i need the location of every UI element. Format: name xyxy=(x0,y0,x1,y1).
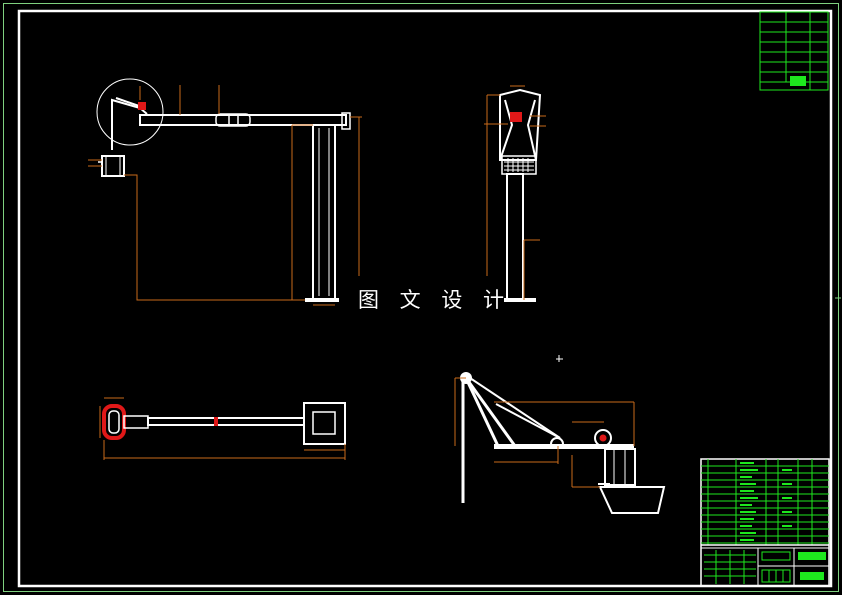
crane-winch-core xyxy=(599,434,607,442)
origin-marker xyxy=(556,355,563,362)
side-frame-outer xyxy=(499,88,542,161)
crane-hook xyxy=(550,437,564,445)
crane-view xyxy=(454,372,666,514)
side-frame-right xyxy=(526,99,537,161)
side-view xyxy=(484,85,546,302)
top-view xyxy=(99,397,346,460)
revision-table xyxy=(759,11,829,91)
top-base-plate xyxy=(303,402,346,445)
crane-strut xyxy=(464,377,500,447)
crane-support xyxy=(604,448,636,486)
top-column xyxy=(312,411,336,435)
crane-dimensions xyxy=(454,377,635,488)
gripper-joint xyxy=(138,102,146,110)
gripper-link xyxy=(115,97,143,108)
top-arm-head xyxy=(123,415,149,429)
crane-basket xyxy=(598,486,666,514)
crane-winch xyxy=(594,429,612,447)
side-pivot xyxy=(510,112,522,122)
top-gripper-inner xyxy=(108,410,120,434)
title-small-cells xyxy=(761,569,791,583)
top-arm xyxy=(147,417,305,426)
arm-slider xyxy=(215,113,251,127)
side-grid xyxy=(504,158,534,172)
detail-circle xyxy=(96,78,164,146)
horizontal-arm xyxy=(139,114,347,126)
top-dimensions xyxy=(99,397,346,460)
side-grid-box xyxy=(501,155,537,175)
crane-strut xyxy=(464,377,517,447)
title-cells xyxy=(701,547,829,586)
front-view xyxy=(88,78,362,306)
watermark-text: 图 文 设 计 xyxy=(358,288,512,312)
crane-boom xyxy=(494,444,634,449)
title-drawing-no-field xyxy=(800,572,824,580)
side-frame-left xyxy=(499,99,514,161)
front-dimensions xyxy=(88,85,362,306)
crane-boom-brace xyxy=(495,403,561,439)
parts-list-text-marks xyxy=(740,462,792,541)
title-signature-grid xyxy=(704,550,756,584)
hanging-basket xyxy=(101,155,125,177)
column-base xyxy=(305,298,339,302)
arm-end-bracket xyxy=(341,112,351,130)
title-block xyxy=(700,458,830,587)
title-scale-field xyxy=(761,551,791,561)
inner-frame xyxy=(17,9,833,588)
top-arm-joint xyxy=(214,417,218,426)
gripper-linkage xyxy=(111,98,148,150)
side-column xyxy=(506,173,524,301)
vertical-column xyxy=(312,124,336,302)
side-base xyxy=(504,298,536,302)
title-name-field xyxy=(798,552,826,560)
crane-cable xyxy=(469,377,561,439)
parts-list xyxy=(701,459,829,545)
side-dimensions xyxy=(484,85,546,300)
